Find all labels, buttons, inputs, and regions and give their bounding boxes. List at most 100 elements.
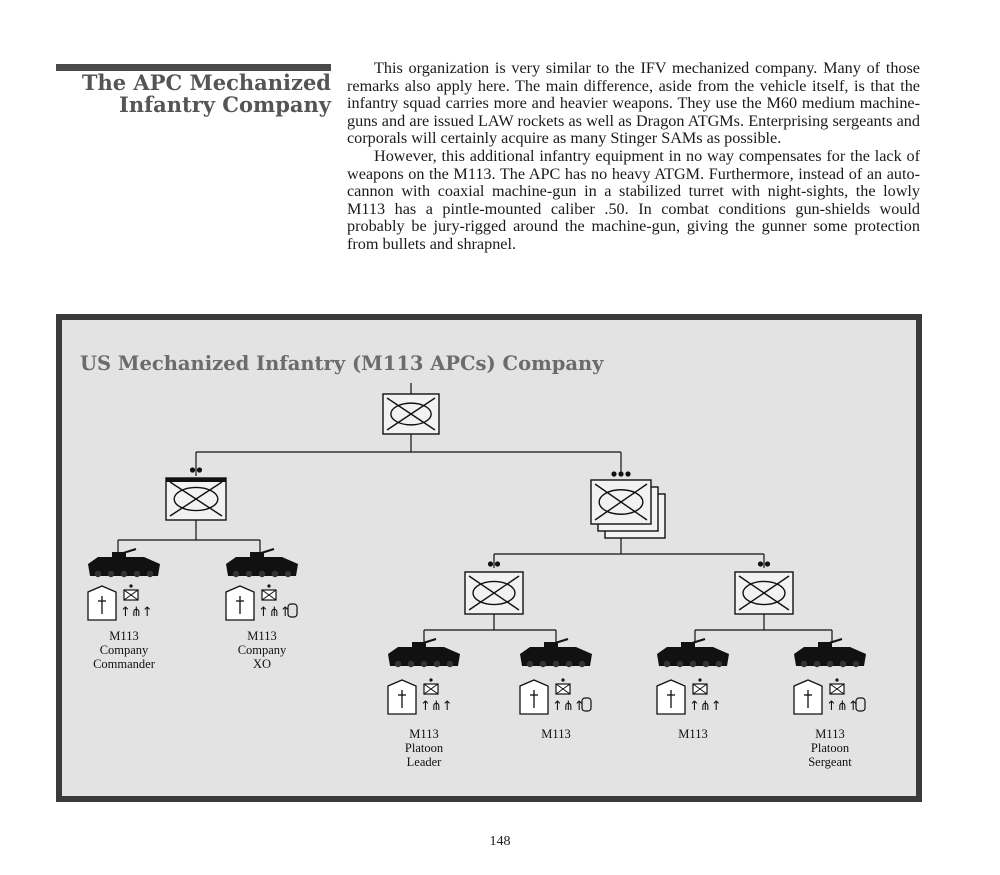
page-number: 148 xyxy=(489,834,511,849)
machine-gun xyxy=(419,638,437,645)
echelon-dot xyxy=(757,561,764,567)
road-wheel xyxy=(433,660,441,668)
squad-symbols: ↑⋔↑ xyxy=(793,678,866,715)
road-wheel xyxy=(133,570,141,578)
org-chart-figure: US Mechanized Infantry (M113 APCs) Compa… xyxy=(56,314,922,802)
weapons-icon: ↑⋔↑ xyxy=(826,699,859,714)
echelon-dot xyxy=(611,471,617,477)
road-wheel xyxy=(446,660,454,668)
road-wheel xyxy=(715,660,723,668)
small-infantry-icon xyxy=(555,683,571,695)
road-wheel xyxy=(394,660,402,668)
infantry-cross xyxy=(468,575,520,611)
machine-gun xyxy=(688,638,706,645)
echelon-dot xyxy=(618,471,624,477)
small-echelon-dot xyxy=(129,584,133,588)
m113-vehicle-icon xyxy=(88,548,160,578)
small-infantry-icon xyxy=(829,683,845,695)
infantry-cross xyxy=(594,483,648,521)
road-wheel xyxy=(420,660,428,668)
road-wheel xyxy=(232,570,240,578)
road-wheel xyxy=(826,660,834,668)
hq-section-unit xyxy=(165,477,227,521)
small-infantry-icon xyxy=(123,589,139,601)
road-wheel xyxy=(676,660,684,668)
vehicle-label: Leader xyxy=(407,755,443,769)
infantry-cross xyxy=(169,481,223,517)
road-wheel xyxy=(702,660,710,668)
road-wheel xyxy=(407,660,415,668)
road-wheel xyxy=(271,570,279,578)
body-paragraph-1: This organization is very similar to the… xyxy=(347,59,920,148)
squad-symbols: ↑⋔↑ xyxy=(519,678,592,715)
body-text: This organization is very similar to the… xyxy=(347,59,920,254)
road-wheel xyxy=(120,570,128,578)
road-wheel xyxy=(813,660,821,668)
small-infantry-icon xyxy=(261,589,277,601)
org-chart-svg: US Mechanized Infantry (M113 APCs) Compa… xyxy=(80,352,866,769)
vehicle-label: Sergeant xyxy=(808,755,852,769)
machine-gun xyxy=(551,638,569,645)
mechanized-oval xyxy=(390,402,432,426)
vehicle-label: Company xyxy=(238,643,287,657)
vehicle-label: M113 xyxy=(678,727,707,741)
dragon-atgm-icon xyxy=(581,697,592,712)
hq-bar xyxy=(166,478,226,482)
section-title-line-2: Infantry Company xyxy=(119,92,331,117)
small-echelon-dot xyxy=(835,678,839,682)
road-wheel xyxy=(284,570,292,578)
road-wheel xyxy=(146,570,154,578)
road-wheel xyxy=(107,570,115,578)
road-wheel xyxy=(539,660,547,668)
section-rule xyxy=(56,64,331,71)
vehicle-label: XO xyxy=(253,657,271,671)
cupola xyxy=(250,552,264,559)
road-wheel xyxy=(94,570,102,578)
section-unit-1 xyxy=(464,571,524,615)
section-unit-2 xyxy=(734,571,794,615)
vehicle-label: Platoon xyxy=(811,741,850,755)
cupola xyxy=(818,642,832,649)
m113-vehicle-icon xyxy=(226,548,298,578)
vehicle-label: M113 xyxy=(109,629,138,643)
section-title-line-1: The APC Mechanized xyxy=(81,70,331,95)
cupola xyxy=(412,642,426,649)
echelon-dot xyxy=(625,471,631,477)
cupola xyxy=(681,642,695,649)
echelon-dot xyxy=(494,561,501,567)
echelon-dot xyxy=(764,561,771,567)
vehicle-label: M113 xyxy=(409,727,438,741)
machine-gun xyxy=(825,638,843,645)
vehicle-label: Platoon xyxy=(405,741,444,755)
infantry-cross xyxy=(738,575,790,611)
road-wheel xyxy=(578,660,586,668)
m113-vehicle-icon xyxy=(657,638,729,668)
cupola xyxy=(544,642,558,649)
weapons-icon: ↑⋔↑ xyxy=(120,605,153,620)
echelon-dot xyxy=(487,561,494,567)
small-echelon-dot xyxy=(561,678,565,682)
mechanized-oval xyxy=(598,489,644,515)
weapons-icon: ↑⋔↑ xyxy=(552,699,585,714)
mechanized-oval xyxy=(173,486,219,512)
squad-symbols: ↑⋔↑ xyxy=(387,678,453,715)
body-paragraph-2: However, this additional infantry equipm… xyxy=(347,146,920,253)
road-wheel xyxy=(245,570,253,578)
cupola xyxy=(112,552,126,559)
infantry-cross xyxy=(386,397,436,431)
echelon-dot xyxy=(196,467,203,473)
hull xyxy=(226,557,298,576)
echelon-dot xyxy=(189,467,196,473)
hull xyxy=(657,647,729,666)
squad-symbols: ↑⋔↑ xyxy=(225,584,298,621)
small-echelon-dot xyxy=(267,584,271,588)
small-infantry-icon xyxy=(423,683,439,695)
section-title: The APC Mechanized Infantry Company xyxy=(56,72,331,116)
company-unit xyxy=(382,393,440,435)
road-wheel xyxy=(258,570,266,578)
hull xyxy=(88,557,160,576)
road-wheel xyxy=(852,660,860,668)
small-infantry-icon xyxy=(692,683,708,695)
road-wheel xyxy=(565,660,573,668)
squad-symbols: ↑⋔↑ xyxy=(87,584,153,621)
